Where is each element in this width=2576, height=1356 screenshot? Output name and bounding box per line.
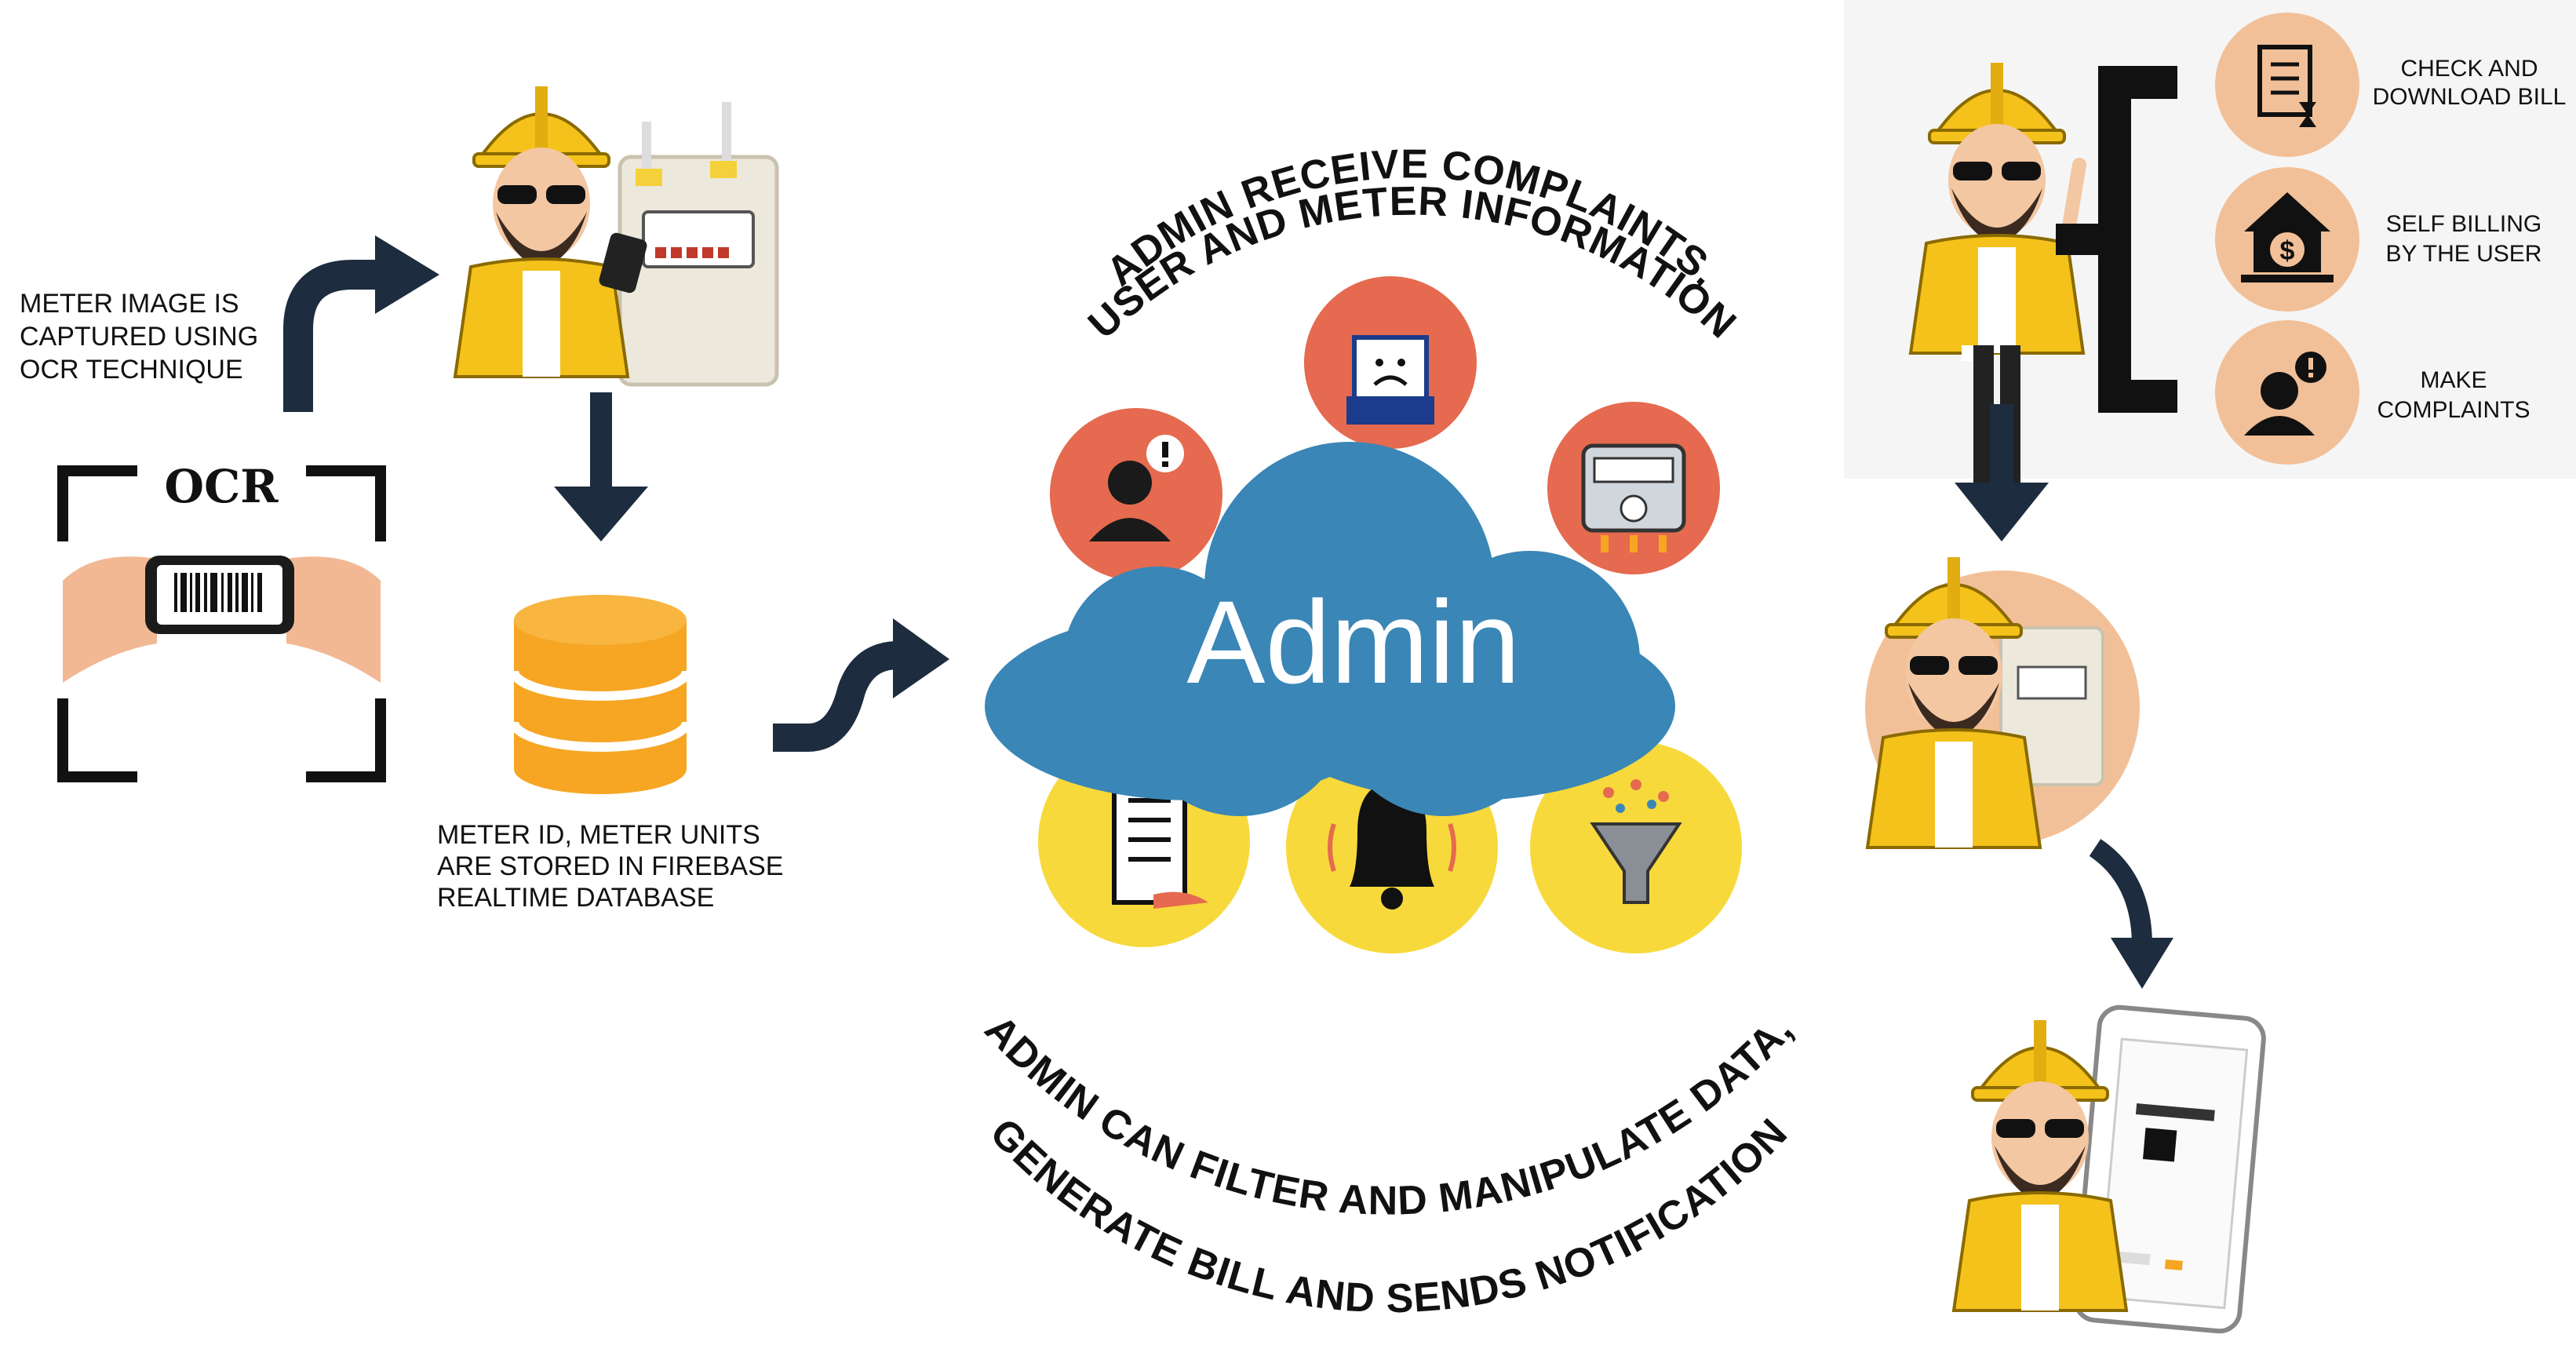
complaint-icon xyxy=(1050,408,1222,581)
user-option-label-line: CHECK AND xyxy=(2400,56,2538,82)
admin-bottom-caption: ADMIN CAN FILTER AND MANIPULATE DATA, GE… xyxy=(976,1007,1802,1321)
arrow-to-worker xyxy=(283,235,439,412)
user-option-label-line: BY THE USER xyxy=(2386,241,2542,267)
storage-caption: METER ID, METER UNITS ARE STORED IN FIRE… xyxy=(437,820,783,913)
user-option-label-line: DOWNLOAD BILL xyxy=(2373,84,2567,110)
capture-caption-line: OCR TECHNIQUE xyxy=(20,355,243,385)
database-icon xyxy=(509,595,691,794)
electric-meter-icon xyxy=(1547,402,1720,574)
arrow-down-to-phone xyxy=(2089,839,2173,989)
arrow-down-to-user-reading xyxy=(1955,404,2049,541)
data-filter-icon xyxy=(1530,742,1742,953)
storage-caption-line: ARE STORED IN FIREBASE xyxy=(437,851,783,881)
printer-complaint-icon xyxy=(1304,276,1477,449)
capture-caption: METER IMAGE IS CAPTURED USING OCR TECHNI… xyxy=(20,289,258,385)
user-option-label-line: MAKE xyxy=(2420,367,2487,393)
user-phone-bill-illustration xyxy=(1952,1004,2266,1334)
user-option-make-complaints: MAKE COMPLAINTS xyxy=(2215,320,2530,465)
options-bracket xyxy=(2056,66,2177,413)
arrow-to-admin xyxy=(773,618,949,752)
worker-reading-meter-illustration xyxy=(454,85,779,387)
admin-title: Admin xyxy=(1186,576,1520,708)
storage-caption-line: REALTIME DATABASE xyxy=(437,883,714,913)
arrow-to-database xyxy=(554,392,648,541)
user-option-download-bill: CHECK AND DOWNLOAD BILL xyxy=(2215,13,2566,157)
ocr-label: OCR xyxy=(165,460,279,513)
ocr-scan-frame: OCR xyxy=(57,460,386,782)
user-option-label-line: SELF BILLING xyxy=(2386,211,2541,237)
capture-caption-line: CAPTURED USING xyxy=(20,322,258,352)
user-option-label-line: COMPLAINTS xyxy=(2377,397,2530,423)
storage-caption-line: METER ID, METER UNITS xyxy=(437,820,760,850)
user-reading-meter-illustration xyxy=(1865,556,2140,849)
capture-caption-line: METER IMAGE IS xyxy=(20,289,239,319)
admin-cloud: Admin xyxy=(985,442,1675,816)
user-option-self-billing: $ SELF BILLING BY THE USER xyxy=(2215,167,2541,312)
svg-text:$: $ xyxy=(2280,236,2295,266)
phone-scan-icon xyxy=(63,556,381,683)
